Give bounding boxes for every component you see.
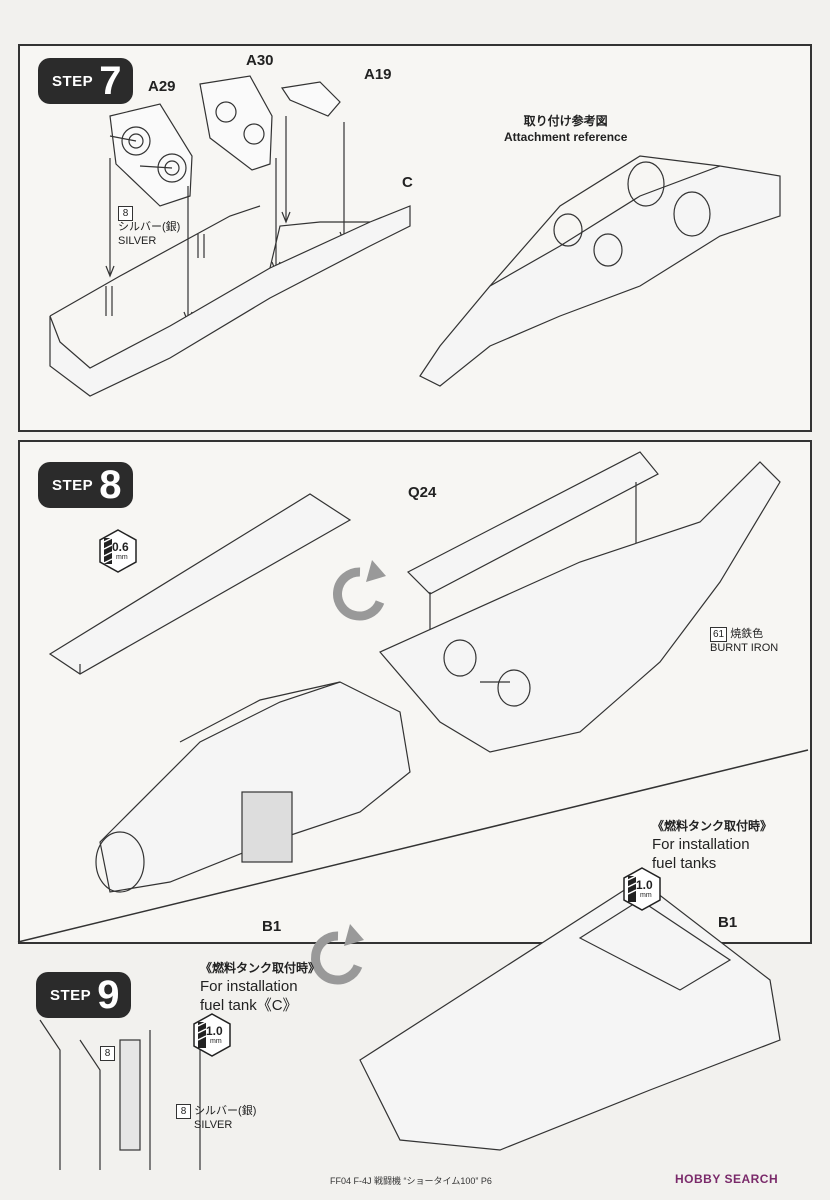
step8-panel: STEP 8 Q24 0.6 mm 61 焼鉄色 BURNT IRON xyxy=(18,440,812,944)
part-label-q24: Q24 xyxy=(408,484,437,501)
color-name-jp: シルバー(銀) xyxy=(194,1105,257,1117)
step-number: 9 xyxy=(97,973,120,1017)
drill-hole-icon: 1.0 mm xyxy=(192,1012,232,1058)
color-name-en: SILVER xyxy=(194,1119,233,1131)
step7-panel: STEP 7 A29 A30 A19 C 8 シルバー(銀) SILVER 取り… xyxy=(18,44,812,432)
fuel-tanks-hint: 《燃料タンク取付時》 For installation fuel tanks xyxy=(652,818,772,874)
footer: FF04 F-4J 戦闘機 “ショータイム100” P6 HOBBY SEARC… xyxy=(0,1170,830,1200)
silver-paint-note-step9: 8 シルバー(銀) SILVER xyxy=(176,1104,256,1133)
watermark-logo: HOBBY SEARCH xyxy=(675,1172,779,1186)
step9-badge: STEP 9 xyxy=(36,972,132,1018)
drill-unit: mm xyxy=(116,554,128,561)
part-label-a29: A29 xyxy=(148,78,176,95)
color-number: 8 xyxy=(100,1046,115,1061)
hint-en-1: For installation xyxy=(652,835,750,853)
silver-paint-note: 8 シルバー(銀) SILVER xyxy=(118,206,180,249)
burnt-iron-paint-note: 61 焼鉄色 BURNT IRON xyxy=(710,627,778,656)
color-number: 8 xyxy=(118,206,133,221)
color-name-en: SILVER xyxy=(118,234,157,247)
step8-badge: STEP 8 xyxy=(38,462,134,508)
step-number: 8 xyxy=(99,463,122,507)
color-name-jp: 焼鉄色 xyxy=(730,628,764,640)
part-label-a19: A19 xyxy=(364,66,392,83)
step8-illustration xyxy=(48,451,781,893)
part-label-b1-right: B1 xyxy=(718,914,738,931)
silver-color-number-a: 8 xyxy=(100,1046,115,1061)
hint-en-2: fuel tank《C》 xyxy=(200,997,298,1015)
step-number: 7 xyxy=(99,59,122,103)
drill-hole-icon: 1.0 mm xyxy=(622,866,662,912)
step7-badge: STEP 7 xyxy=(38,58,134,104)
rotate-icon-lower xyxy=(311,924,364,985)
ref-en: Attachment reference xyxy=(504,129,628,144)
part-label-c: C xyxy=(402,174,413,191)
attachment-reference-label: 取り付け参考図 Attachment reference xyxy=(504,114,627,145)
hint-jp: 《燃料タンク取付時》 xyxy=(200,961,321,975)
part-label-a30: A30 xyxy=(246,52,274,69)
fuel-tank-c-hint: 《燃料タンク取付時》 For installation fuel tank《C》 xyxy=(200,960,320,1016)
step-label: STEP xyxy=(52,476,94,494)
ref-jp: 取り付け参考図 xyxy=(523,114,608,128)
step7-illustration xyxy=(49,75,781,397)
drill-unit: mm xyxy=(210,1038,222,1045)
color-name-en: BURNT IRON xyxy=(710,642,779,654)
part-label-b1-left: B1 xyxy=(262,918,282,935)
drill-unit: mm xyxy=(640,892,652,899)
drill-size: 1.0 xyxy=(636,878,653,892)
step-label: STEP xyxy=(52,72,94,90)
hint-jp: 《燃料タンク取付時》 xyxy=(652,819,773,833)
rotate-icon xyxy=(333,560,386,621)
hint-en-1: For installation xyxy=(200,977,298,995)
lower-divider-and-parts xyxy=(17,749,809,1170)
step-label: STEP xyxy=(50,986,92,1004)
drill-hole-icon: 0.6 mm xyxy=(98,528,138,574)
drill-size: 1.0 xyxy=(206,1024,223,1038)
hint-en-2: fuel tanks xyxy=(652,855,717,873)
color-number: 8 xyxy=(176,1104,191,1119)
drill-size: 0.6 xyxy=(112,540,129,554)
footer-text: FF04 F-4J 戦闘機 “ショータイム100” P6 xyxy=(330,1176,492,1186)
color-name-jp: シルバー(銀) xyxy=(118,221,181,233)
